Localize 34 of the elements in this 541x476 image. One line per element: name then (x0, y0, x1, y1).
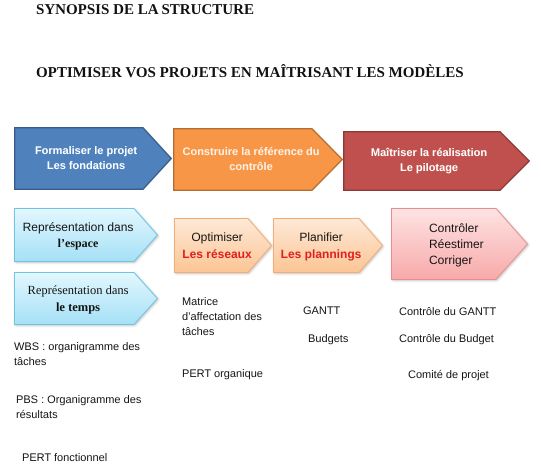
phase-pentagon (14, 127, 172, 190)
category-pentagon (14, 208, 158, 262)
phase-pentagon (173, 128, 343, 191)
action-text: Corriger (429, 252, 472, 268)
phase-subtitle: Le pilotage (400, 161, 458, 176)
item-text: Budgets (308, 332, 348, 347)
item-text: WBS : organigramme des tâches (14, 340, 141, 370)
item-text: Contrôle du GANTT (399, 305, 496, 320)
item-text: PERT organique (182, 367, 263, 382)
phase-subtitle: Les fondations (46, 158, 126, 174)
category-pentagon (14, 272, 158, 325)
item-text: Comité de projet (408, 368, 489, 383)
action-pentagon (391, 208, 528, 280)
step-subtitle: Les réseaux (182, 246, 252, 262)
category-label: Représentation dans l’espace (22, 219, 134, 251)
step-pentagon (174, 218, 272, 273)
step-pentagon (273, 218, 383, 273)
item-text: Matrice d’affectation des tâches (182, 295, 263, 340)
step-title: Optimiser (191, 228, 243, 246)
item-text: PBS : Organigramme des résultats (16, 393, 142, 423)
phase-title: Formaliser le projet (34, 144, 138, 158)
page-subtitle: OPTIMISER VOS PROJETS EN MAÎTRISANT LES MODÈLES (36, 64, 464, 82)
action-text: Contrôler (429, 220, 478, 236)
item-text: Contrôle du Budget (399, 332, 494, 347)
phase-pentagon (343, 131, 530, 191)
item-text: PERT fonctionnel (22, 451, 108, 466)
step-subtitle: Les plannings (280, 246, 362, 262)
phase-title: Construire la référence du contrôle (182, 144, 320, 174)
phase-title: Maîtriser la réalisation (370, 146, 488, 161)
category-label: Représentation dans le temps (26, 282, 130, 316)
step-title: Planifier (299, 228, 343, 246)
item-text: GANTT (303, 304, 340, 319)
action-text: Réestimer (429, 236, 484, 252)
page-title: SYNOPSIS DE LA STRUCTURE (36, 2, 254, 19)
